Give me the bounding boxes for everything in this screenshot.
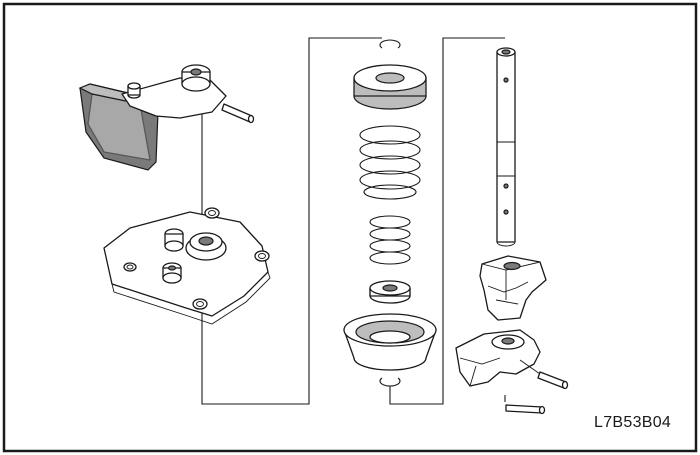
shift-shaft [496, 47, 516, 247]
selector-block-upper [479, 255, 547, 321]
cover-plate [103, 207, 271, 325]
selector-block-lower [455, 329, 569, 415]
outer-spring [359, 125, 421, 200]
inner-spring [369, 215, 411, 265]
shift-lever-assembly [78, 64, 255, 171]
figure-code-label: L7B53B04 [594, 414, 672, 431]
spring-stack [343, 39, 437, 387]
